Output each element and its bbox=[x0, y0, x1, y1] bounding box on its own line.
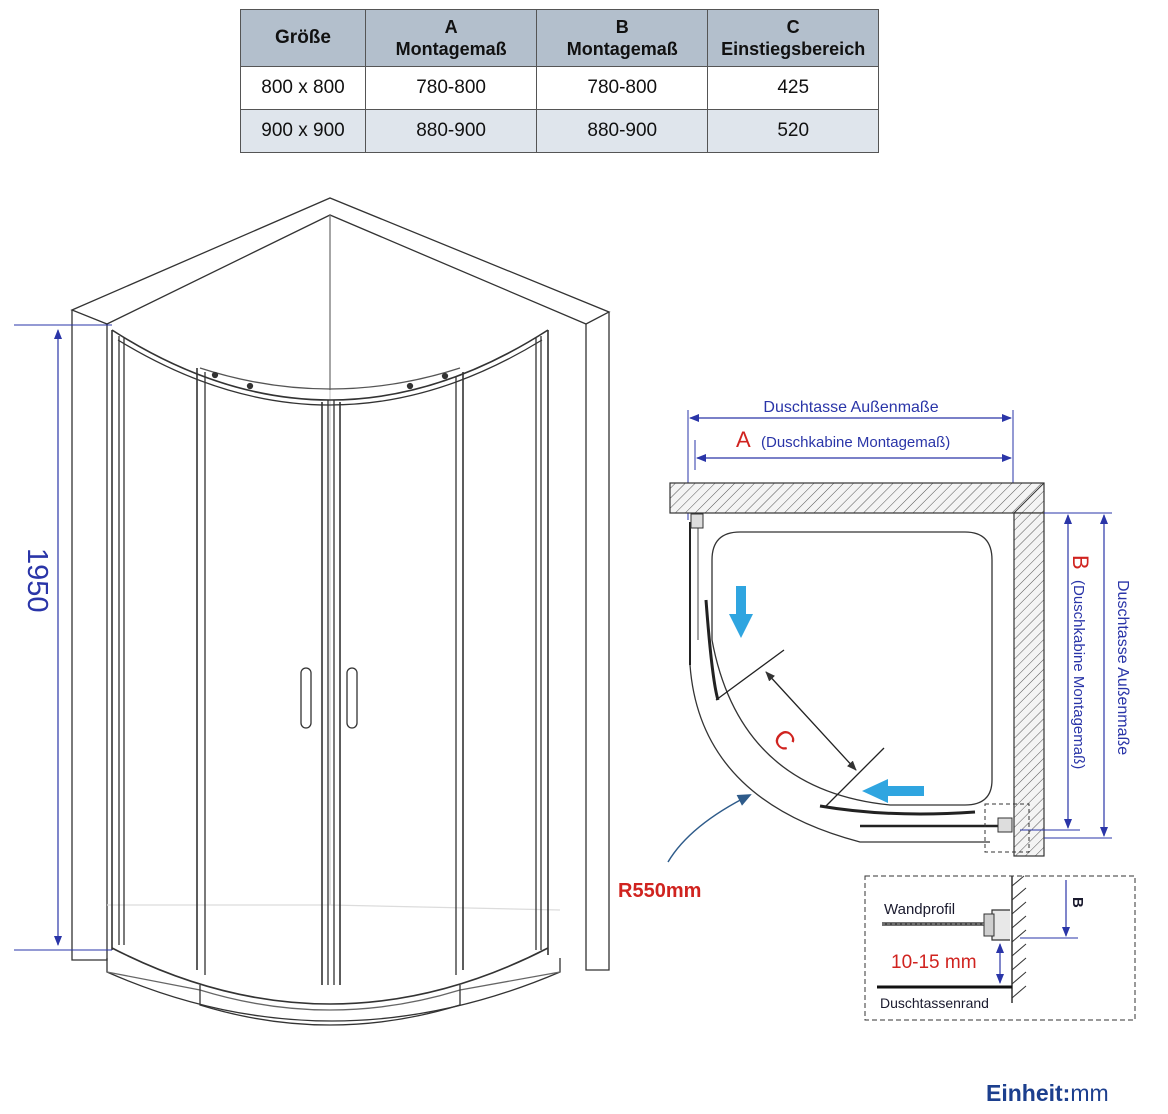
detail-frame bbox=[864, 875, 1136, 1021]
top-a-text: (Duschkabine Montagemaß) bbox=[761, 434, 950, 451]
table-cell: 900 x 900 bbox=[239, 109, 367, 153]
side-wall bbox=[1013, 512, 1045, 857]
header-label: Größe bbox=[275, 27, 331, 48]
door-right-glass bbox=[819, 804, 976, 816]
left-wall bbox=[71, 310, 108, 961]
table-cell: 880-900 bbox=[365, 109, 538, 153]
header-letter: B bbox=[615, 17, 629, 37]
top-rail-inner bbox=[117, 339, 543, 406]
left-handle bbox=[300, 667, 312, 729]
table-row: 900 x 900 880-900 880-900 520 bbox=[239, 109, 879, 153]
enclosure-elevation bbox=[70, 197, 611, 1026]
height-dimension: 1950 bbox=[14, 324, 112, 951]
c-letter: C bbox=[767, 723, 802, 757]
floor-plan: Duschtasse Außenmaße A (Duschkabine Mont… bbox=[618, 399, 1131, 902]
table-cell: 425 bbox=[707, 66, 879, 110]
back-wall bbox=[669, 482, 1045, 514]
header-label: Montagemaß bbox=[395, 39, 507, 59]
side-b-text: (Duschkabine Montagemaß) bbox=[1070, 580, 1087, 769]
top-rail bbox=[111, 329, 549, 401]
opening-arrow-icons bbox=[729, 586, 924, 803]
table-cell: 780-800 bbox=[365, 66, 538, 110]
enclosure-arc-outer bbox=[689, 664, 990, 843]
unit-value: mm bbox=[1070, 1080, 1108, 1106]
detail-b-letter: B bbox=[1069, 897, 1086, 908]
table-row: 800 x 800 780-800 780-800 425 bbox=[239, 66, 879, 110]
wall-top-outline bbox=[70, 197, 611, 325]
arrow-left-icon bbox=[862, 779, 924, 803]
right-handle bbox=[346, 667, 358, 729]
top-a-letter: A bbox=[736, 427, 751, 452]
top-rail-back bbox=[199, 367, 461, 390]
arrow-down-icon bbox=[729, 586, 753, 638]
wall-profile-detail: Wandprofil 10-15 mm Duschtassenrand B bbox=[864, 875, 1136, 1021]
tray-edge-label: Duschtassenrand bbox=[880, 995, 989, 1011]
header-label: Einstiegsbereich bbox=[721, 39, 866, 59]
table-cell: 520 bbox=[707, 109, 879, 153]
header-size: Größe bbox=[239, 9, 367, 67]
top-outer-label: Duschtasse Außenmaße bbox=[763, 399, 938, 416]
right-wall bbox=[585, 312, 610, 971]
detail-marker bbox=[984, 803, 1030, 853]
side-outer-label: Duschtasse Außenmaße bbox=[1114, 580, 1131, 755]
shower-tray bbox=[711, 531, 993, 806]
radius-label: R550mm bbox=[618, 880, 701, 902]
header-letter: C bbox=[786, 17, 800, 37]
unit-footer: Einheit:mm bbox=[986, 1080, 1109, 1106]
unit-label: Einheit: bbox=[986, 1080, 1070, 1106]
gap-label: 10-15 mm bbox=[891, 952, 977, 973]
door-left-glass bbox=[704, 599, 720, 701]
height-label: 1950 bbox=[21, 548, 53, 613]
side-b-letter: B bbox=[1068, 555, 1093, 570]
table-cell: 880-900 bbox=[536, 109, 709, 153]
table-cell: 780-800 bbox=[536, 66, 709, 110]
header-letter: A bbox=[444, 17, 458, 37]
header-label: Montagemaß bbox=[566, 39, 678, 59]
wandprofil-label: Wandprofil bbox=[884, 901, 955, 918]
